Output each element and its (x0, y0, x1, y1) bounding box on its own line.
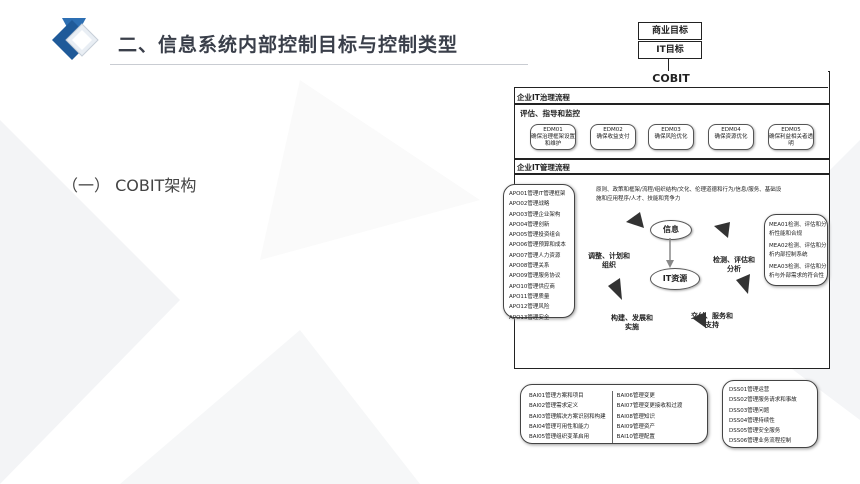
list-item: APO02管理战略 (509, 201, 550, 208)
title-divider (110, 64, 528, 65)
governance-rule (514, 103, 830, 105)
page-title: 二、信息系统内部控制目标与控制类型 (118, 34, 459, 56)
list-item: APO06管理预算和成本 (509, 242, 566, 249)
cycle-arrow-icon (626, 212, 644, 228)
management-rule (514, 173, 830, 175)
list-item: BAI05管理组织变革启用 (529, 434, 590, 441)
list-item: DSS04管理持续性 (729, 417, 775, 424)
list-item: APO09管理服务协议 (509, 273, 561, 280)
cycle-arrows (608, 212, 750, 328)
bai-column-1: BAI01管理方案和项目 BAI02管理需求定义 BAI03管理解决方案识别和构… (529, 391, 606, 443)
management-top-rule (514, 158, 830, 160)
cycle-label-apo: 调整、计划和组织 (588, 252, 630, 270)
mea-list: MEA01检测、评估和分析性能和合规 MEA02检测、评估和分析内部控制系统 M… (764, 214, 828, 286)
dss-list: DSS01管理运营 DSS02管理服务请求和事故 DSS03管理问题 DSS04… (722, 380, 818, 448)
it-goal-arrow (668, 59, 669, 71)
list-item: BAI01管理方案和项目 (529, 393, 584, 399)
list-item: BAI02管理需求定义 (529, 403, 579, 410)
list-item: DSS03管理问题 (729, 407, 770, 414)
list-item: APO11管理质量 (509, 293, 550, 300)
section-subheading: （一） COBIT架构 (62, 176, 197, 195)
list-item: MEA01检测、评估和分析性能和合规 (769, 222, 827, 237)
list-item: BAI03管理解决方案识别和构建 (529, 413, 606, 420)
list-item: BAI08管理知识 (616, 413, 655, 420)
logo-icon (52, 18, 99, 60)
list-item: BAI10管理配置 (616, 434, 655, 441)
cycle-label-bai: 构建、发展和实施 (610, 314, 654, 332)
list-item: APO08管理关系 (509, 263, 550, 270)
bai-list: BAI01管理方案和项目 BAI02管理需求定义 BAI03管理解决方案识别和构… (520, 384, 708, 444)
list-item: APO13管理安全 (509, 314, 550, 321)
list-item: DSS06管理业务流程控制 (729, 438, 792, 445)
list-item: MEA03检测、评估和分析与外部需求的符合性 (769, 264, 827, 279)
management-label: 企业IT管理流程 (517, 163, 570, 172)
list-item: APO10管理供应商 (509, 283, 555, 290)
list-item: DSS05管理安全服务 (729, 428, 781, 435)
list-item: APO04管理创新 (509, 221, 550, 228)
list-item: BAI04管理可用性和能力 (529, 423, 590, 430)
list-item: DSS02管理服务请求和事故 (729, 397, 797, 404)
cycle-label-mea: 检测、评估和分析 (712, 256, 756, 274)
information-oval: 信息 (650, 220, 692, 240)
list-item: APO05管理投资组合 (509, 232, 561, 239)
list-item: APO12管理风险 (509, 304, 550, 311)
bai-column-2: BAI06管理变更 BAI07管理变更接收和过渡 BAI08管理知识 BAI09… (611, 391, 683, 443)
down-arrow-icon (666, 238, 674, 268)
it-goal-box: IT目标 (638, 41, 702, 59)
cycle-arrow-icon (714, 222, 730, 238)
list-item: APO01管理IT管理框架 (509, 191, 566, 197)
enablers-text: 原则、政策和框架/流程/组织结构/文化、伦理道德和行为/信息/服务、基础设施和应… (596, 187, 782, 202)
it-resource-oval: IT资源 (650, 268, 700, 290)
business-goal-box: 商业目标 (638, 22, 702, 40)
list-item: APO03管理企业架构 (509, 211, 561, 218)
list-item: APO07管理人力资源 (509, 252, 561, 259)
list-item: BAI07管理变更接收和过渡 (616, 403, 683, 410)
list-item: DSS01管理运营 (729, 387, 770, 393)
cycle-arrow-icon (692, 312, 706, 328)
governance-sublabel: 评估、指导和监控 (520, 109, 580, 118)
apo-list: APO01管理IT管理框架 APO02管理战略 APO03管理企业架构 APO0… (503, 184, 575, 321)
cycle-arrow-icon (608, 278, 622, 300)
list-item: BAI09管理资产 (616, 423, 655, 430)
governance-label: 企业IT治理流程 (517, 93, 570, 102)
cobit-header: COBIT (514, 71, 828, 88)
list-item: MEA02检测、评估和分析内部控制系统 (769, 243, 827, 258)
list-item: BAI06管理变更 (616, 393, 655, 399)
cycle-arrow-icon (736, 274, 750, 294)
